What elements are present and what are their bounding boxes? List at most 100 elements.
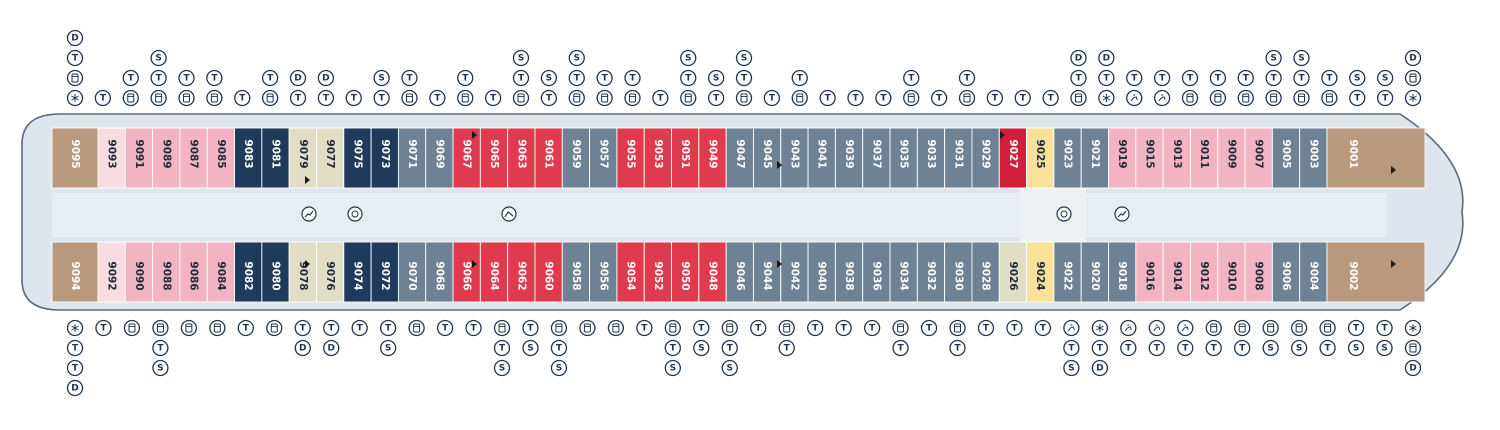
cabin-number: 9060 [543,261,555,290]
cabin-9092[interactable] [97,241,126,303]
icon-letter-s-icon: S [1262,339,1279,357]
cabin-9081[interactable] [261,127,290,189]
icon-letter-t-icon: T [465,319,482,337]
cabin-9065[interactable] [479,127,509,189]
icon-letter: T [183,74,190,84]
icon-letter-s-icon: S [1063,359,1080,377]
cabin-9084[interactable] [206,241,236,303]
cabin-9068[interactable] [425,241,454,303]
cabin-9022[interactable] [1053,241,1082,303]
cabin-9093[interactable] [97,127,126,189]
cabin-9056[interactable] [589,241,618,303]
bed-icon [209,319,226,337]
cabin-9043[interactable] [780,127,809,189]
cabin-9095[interactable] [51,127,99,189]
cabin-9027[interactable] [998,127,1028,189]
cabin-9071[interactable] [397,127,427,189]
cabin-9014[interactable] [1162,241,1191,303]
icon-letter-t-icon: T [379,319,397,337]
cabin-9088[interactable] [152,241,181,303]
cabin-9057[interactable] [589,127,618,189]
cabin-9090[interactable] [124,241,154,303]
cabin-9010[interactable] [1217,241,1246,303]
icon-letter: S [1270,54,1276,64]
cabin-9003[interactable] [1299,127,1328,189]
cabin-9070[interactable] [397,241,427,303]
cabin-number: 9086 [188,261,200,290]
cabin-9031[interactable] [944,127,973,189]
cabin-9073[interactable] [370,127,399,189]
cabin-9055[interactable] [616,127,645,189]
cabin-9004[interactable] [1299,241,1328,303]
cabin-9063[interactable] [507,127,536,189]
cabin-9044[interactable] [753,241,782,303]
cabin-9078[interactable] [288,241,317,303]
cabin-9069[interactable] [425,127,454,189]
cabin-9086[interactable] [179,241,208,303]
cabin-9023[interactable] [1053,127,1082,189]
cabin-9076[interactable] [316,241,345,303]
cabin-9059[interactable] [561,127,591,189]
cabin-9091[interactable] [124,127,154,189]
cabin-9048[interactable] [698,241,727,303]
cabin-number: 9016 [1143,261,1155,290]
cabin-9032[interactable] [916,241,946,303]
cabin-9020[interactable] [1080,241,1109,303]
cabin-9035[interactable] [889,127,918,189]
bed-icon [1070,89,1087,107]
cabin-9007[interactable] [1244,127,1273,189]
cabin-9054[interactable] [616,241,645,303]
icon-letter-t-icon: T [401,69,418,87]
cabin-9051[interactable] [671,127,700,189]
cabin-9001[interactable] [1326,127,1426,189]
icon-letter: T [926,324,933,334]
cabin-9002[interactable] [1326,241,1426,303]
cabin-9036[interactable] [862,241,891,303]
accessible-icon [1120,319,1137,337]
cabin-9042[interactable] [780,241,809,303]
cabin-9067[interactable] [452,127,481,189]
cabin-9077[interactable] [316,127,345,189]
cabin-9094[interactable] [51,241,99,303]
cabin-9041[interactable] [807,127,836,189]
cabin-9049[interactable] [698,127,727,189]
cabin-9075[interactable] [343,127,372,189]
cabin-9085[interactable] [206,127,236,189]
cabin-9079[interactable] [288,127,317,189]
cabin-9025[interactable] [1026,127,1055,189]
cabin-9039[interactable] [834,127,864,189]
icon-letter: T [852,94,859,104]
cabin-9058[interactable] [561,241,591,303]
cabin-9028[interactable] [971,241,1000,303]
cabin-9064[interactable] [479,241,509,303]
cabin-9053[interactable] [643,127,672,189]
cabin-9074[interactable] [343,241,372,303]
stairwell-area-forward [1020,180,1086,250]
cabin-9019[interactable] [1108,127,1137,189]
cabin-9011[interactable] [1189,127,1219,189]
cabin-9024[interactable] [1026,241,1055,303]
icon-letter-s-icon: S [379,339,397,357]
cabin-9082[interactable] [234,241,263,303]
icon-letter-t-icon: T [847,89,864,107]
cabin-9016[interactable] [1135,241,1164,303]
cabin-9062[interactable] [507,241,536,303]
entrance-marker [1391,166,1396,174]
corridor-facility-icons [301,131,1396,268]
cabin-9008[interactable] [1244,241,1273,303]
cabin-9009[interactable] [1217,127,1246,189]
cabin-9080[interactable] [261,241,290,303]
cabin-9089[interactable] [152,127,181,189]
cabin-9072[interactable] [370,241,399,303]
cabin-9046[interactable] [725,241,754,303]
cabin-9026[interactable] [998,241,1028,303]
cabin-9083[interactable] [234,127,263,189]
cabin-9006[interactable] [1271,241,1301,303]
icon-letter: S [1381,344,1387,354]
cabin-9012[interactable] [1189,241,1219,303]
cabin-9005[interactable] [1271,127,1301,189]
cabin-9052[interactable] [643,241,672,303]
cabin-9013[interactable] [1162,127,1191,189]
cabin-9040[interactable] [807,241,836,303]
icon-letter-s-icon: S [1376,69,1394,87]
